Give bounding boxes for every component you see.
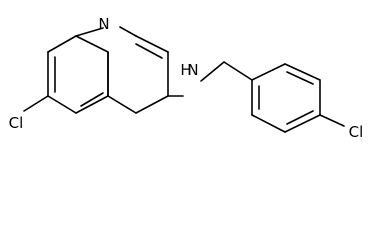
molecule-diagram: N H N Cl Cl (9, 15, 364, 141)
chlorine-label-left: Cl (9, 114, 24, 132)
chlorine-label-right: Cl (349, 123, 364, 141)
amine-nitrogen-label: N (187, 61, 198, 79)
substituent-bonds (23, 61, 253, 112)
structure-svg: N H N Cl Cl (9, 15, 364, 141)
quinoline-left-ring (47, 35, 109, 114)
amine-hydrogen-label: H (180, 61, 191, 79)
quinoline-right-ring (75, 26, 169, 114)
quinoline-nitrogen-label: N (98, 15, 109, 33)
benzyl-ring (251, 63, 345, 133)
